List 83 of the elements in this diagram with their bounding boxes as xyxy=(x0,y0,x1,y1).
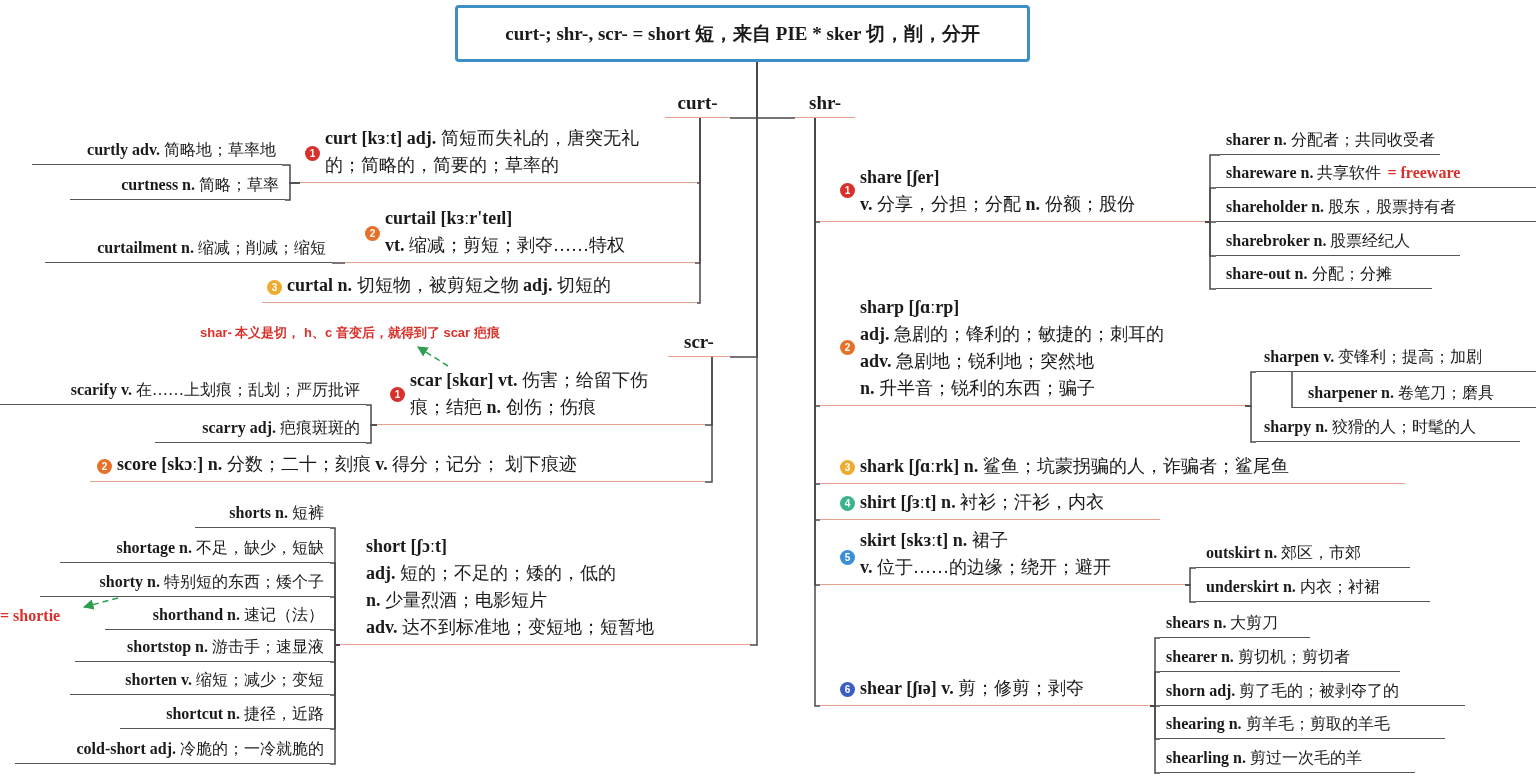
number-badge: 1 xyxy=(840,183,855,198)
connector-line xyxy=(1184,584,1197,603)
entry-text: shearling n. 剪过一次毛的羊 xyxy=(1166,747,1363,769)
number-badge: 1 xyxy=(305,145,320,161)
entry-text: skirt [skɜːt] n. 裙子 xyxy=(860,529,1009,552)
number-badge: 2 xyxy=(840,340,855,355)
entry-text: shorts n. 短裤 xyxy=(229,502,324,523)
entry-text: shareholder n. 股东，股票持有者 xyxy=(1226,196,1458,217)
entry-text: adv. 急剧地；锐利地；突然地 xyxy=(860,350,1096,373)
root-label: shr- xyxy=(809,92,841,114)
entry-text: v. 位于……的边缘；绕开；避开 xyxy=(860,556,1112,579)
dashed-arrow xyxy=(417,346,449,367)
entry-text: scarify v. 在……上划痕；乱划；严厉批评 xyxy=(70,379,360,401)
entry-text: sharebroker n. 股票经纪人 xyxy=(1226,230,1412,251)
note-text: shar- 本义是切， h、c 音变后，就得到了 scar 疤痕 xyxy=(200,320,540,346)
entry-text: shortcut n. 捷径，近路 xyxy=(166,703,324,724)
entry-text: share-out n. 分配；分摊 xyxy=(1226,263,1393,284)
connector-line xyxy=(756,61,796,119)
entry-text: adv. 达不到标准地；变短地；短暂地 xyxy=(366,616,656,639)
title-box xyxy=(455,5,1030,62)
mind-map-topic xyxy=(820,530,1185,585)
entry-text: curtailment n. 缩减；削减；缩短 xyxy=(97,237,326,258)
entry-text: outskirt n. 郊区，市郊 xyxy=(1206,542,1363,563)
entry-text: sharer n. 分配者；共同收受者 xyxy=(1226,129,1436,150)
entry-text: sharpen v. 变锋利；提高；加剧 xyxy=(1264,346,1484,368)
connector-line xyxy=(696,117,701,304)
synonym-note: = freeware xyxy=(1387,162,1461,183)
number-badge: 2 xyxy=(97,458,112,474)
connector-line xyxy=(365,424,378,444)
root-label: scr- xyxy=(684,331,714,353)
entry-text: n. 少量烈酒；电影短片 xyxy=(366,589,548,612)
entry-text: scarry adj. 疤痕斑斑的 xyxy=(202,417,360,439)
entry-text: shearer n. 剪切机；剪切者 xyxy=(1166,646,1351,667)
entry-text: shears n. 大剪刀 xyxy=(1166,612,1280,633)
entry-text: shorty n. 特别短的东西；矮个子 xyxy=(99,571,324,593)
entry-text: adj. 急剧的；锋利的；敏捷的；刺耳的 xyxy=(860,323,1165,346)
connector-line xyxy=(814,117,821,707)
entry-text: v. 分享，分担；分配 n. 份额；股份 xyxy=(860,193,1136,216)
entry-text: shorthand n. 速记（法） xyxy=(152,604,324,625)
dashed-arrow xyxy=(83,597,119,610)
root-label: curt- xyxy=(677,92,718,114)
entry-text: sharpy n. 狡猾的人；时髦的人 xyxy=(1264,416,1478,438)
entry-text: curtail [kɜːr'teɪl] xyxy=(385,207,514,230)
entry-text: shortage n. 不足，缺少，短缺 xyxy=(116,537,324,559)
entry-text: score [skɔː] n. 分数；二十；刻痕 v. 得分；记分； 划下痕迹 xyxy=(117,453,578,476)
entry-text: shirt [ʃɜːt] n. 衬衫；汗衫，内衣 xyxy=(860,491,1106,514)
connector-line xyxy=(284,182,301,201)
connector-line xyxy=(704,356,713,483)
connector-line xyxy=(329,644,341,765)
number-badge: 1 xyxy=(390,386,405,402)
entry-text: shorn adj. 剪了毛的；被剥夺了的 xyxy=(1166,680,1401,702)
entry-text: curtal n. 切短物，被剪短之物 adj. 切短的 xyxy=(287,274,612,297)
entry-text: sharpener n. 卷笔刀；磨具 xyxy=(1308,382,1495,404)
entry-text: shearing n. 剪羊毛；剪取的羊毛 xyxy=(1166,713,1391,735)
connector-line xyxy=(1244,405,1257,443)
number-badge: 3 xyxy=(267,279,282,295)
number-badge: 6 xyxy=(840,682,855,697)
title-text: curt-; shr-, scr- = short 短，来自 PIE * sker 切，削，分开 xyxy=(505,21,980,46)
connector-line xyxy=(331,262,346,264)
entry-text: vt. 缩减；剪短；剥夺……特权 xyxy=(385,234,626,257)
entry-text: shear [ʃɪə] v. 剪；修剪；剥夺 xyxy=(860,677,1086,700)
entry-text: shareware n. 共享软件 xyxy=(1226,162,1382,183)
entry-text: share [ʃer] xyxy=(860,166,941,189)
entry-text: shortstop n. 游击手；速显液 xyxy=(127,636,324,658)
entry-text: shorten v. 缩短；减少；变短 xyxy=(125,669,324,690)
entry-text: underskirt n. 内衣；衬裙 xyxy=(1206,576,1381,597)
entry-text: curtness n. 简略；草率 xyxy=(121,174,279,195)
entry-text: cold-short adj. 冷脆的；一冷就脆的 xyxy=(76,738,324,760)
entry-text: shark [ʃɑːrk] n. 鲨鱼；坑蒙拐骗的人，诈骗者；鲨尾鱼 xyxy=(860,455,1290,478)
entry-text: scar [skɑr] vt. 伤害；给留下伤痕；结疤 n. 创伤；伤痕 xyxy=(410,369,649,419)
entry-text: curtly adv. 简略地；草率地 xyxy=(87,139,276,161)
entry-text: curt [kɜːt] adj. 简短而失礼的，唐突无礼的；简略的，简要的；草率的 xyxy=(325,127,640,177)
number-badge: 5 xyxy=(840,549,855,565)
entry-text: short [ʃɔːt] xyxy=(366,535,448,558)
note-text: = shortie xyxy=(0,604,82,628)
number-badge: 2 xyxy=(365,225,380,241)
connector-line xyxy=(1291,371,1293,409)
entry-text: sharp [ʃɑːrp] xyxy=(860,296,961,319)
number-badge: 3 xyxy=(840,460,855,475)
number-badge: 4 xyxy=(840,496,855,511)
entry-text: adj. 短的；不足的；矮的，低的 xyxy=(366,562,617,585)
entry-text: n. 升半音；锐利的东西；骗子 xyxy=(860,377,1096,400)
connector-line xyxy=(1204,221,1217,290)
